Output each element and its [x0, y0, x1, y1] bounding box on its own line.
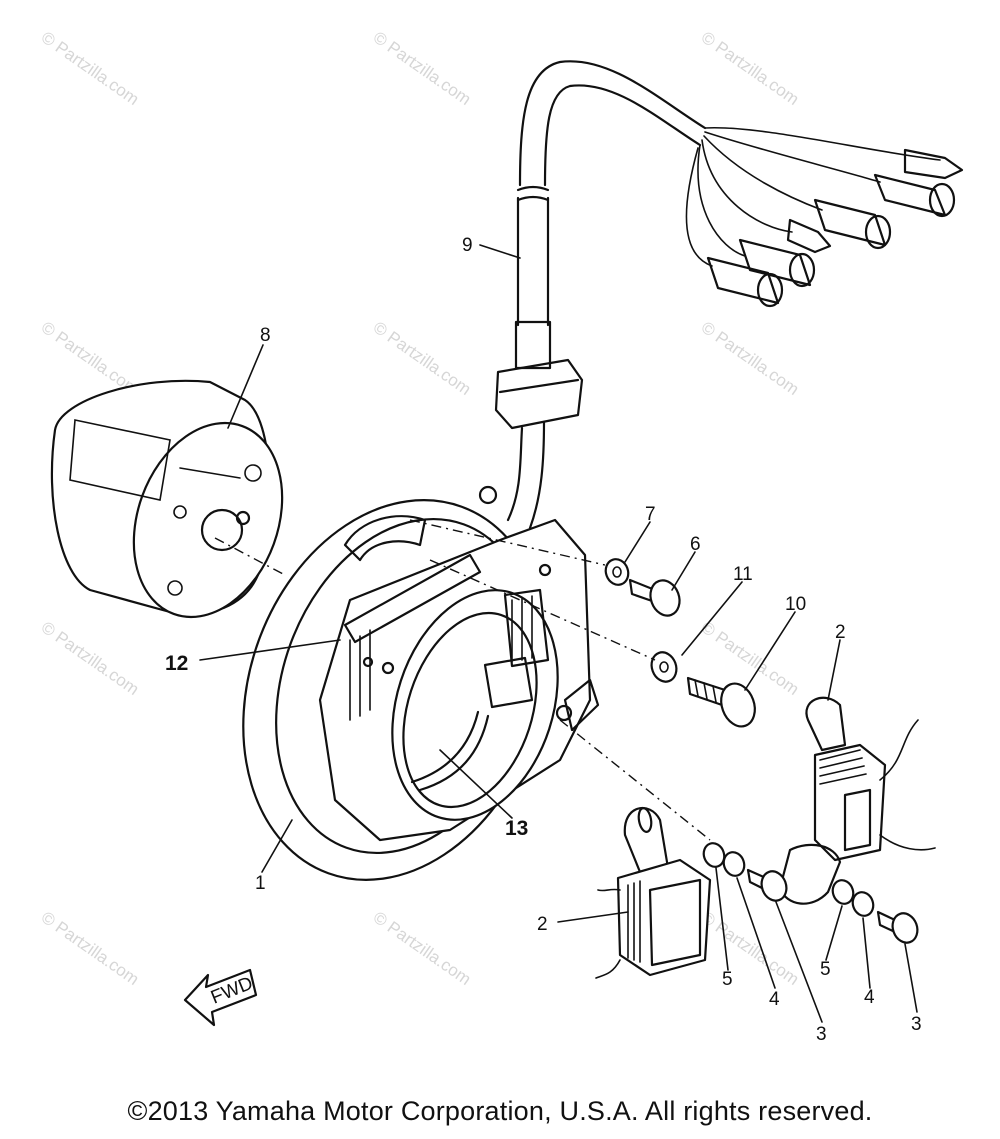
callout-11: 11: [733, 564, 753, 585]
callout-5-right: 5: [820, 959, 831, 980]
callout-1: 1: [255, 873, 266, 894]
watermark: © Partzilla.com: [698, 318, 803, 399]
copyright-footer: ©2013 Yamaha Motor Corporation, U.S.A. A…: [127, 1096, 873, 1126]
hardware-set-left: [702, 842, 788, 902]
regulator-left: [595, 807, 712, 979]
connector-sleeve: [706, 256, 784, 308]
callout-3-right: 3: [911, 1014, 922, 1035]
stator-coil-assembly: [318, 518, 600, 842]
callouts: 9 8 7 6 11 10 2 12 13 1 2 5 4 3 5 4 3: [165, 235, 922, 1045]
watermark: © Partzilla.com: [38, 618, 143, 699]
callout-2-right: 2: [835, 622, 846, 643]
callout-9: 9: [462, 235, 473, 256]
washer-7: [604, 558, 630, 586]
watermark: © Partzilla.com: [370, 28, 475, 109]
callout-5-left: 5: [722, 969, 733, 990]
connector-sleeve: [813, 198, 892, 250]
callout-4-right: 4: [864, 987, 875, 1008]
callout-13: 13: [505, 817, 528, 840]
watermark: © Partzilla.com: [698, 28, 803, 109]
assembly-lines: [214, 519, 711, 841]
leader-lines: [199, 244, 918, 1023]
callout-12: 12: [165, 652, 188, 675]
screw-10: [686, 676, 756, 728]
wire-harness: [494, 60, 964, 530]
watermark: © Partzilla.com: [38, 908, 143, 989]
callout-2-left: 2: [537, 914, 548, 935]
callout-10: 10: [785, 594, 806, 615]
watermark: © Partzilla.com: [370, 908, 475, 989]
callout-4-left: 4: [769, 989, 780, 1010]
connector-sleeve: [738, 238, 816, 288]
connector-bullet: [786, 218, 832, 254]
watermark: © Partzilla.com: [698, 908, 803, 989]
connector-bullet: [903, 148, 964, 180]
callout-7: 7: [645, 504, 656, 525]
regulator-right: [778, 696, 936, 905]
watermark: © Partzilla.com: [370, 318, 475, 399]
washer-11: [650, 651, 678, 683]
callout-3-left: 3: [816, 1024, 827, 1045]
connector-sleeve: [873, 173, 956, 218]
rotor: [50, 379, 284, 619]
callout-8: 8: [260, 325, 271, 346]
fwd-arrow: FWD: [183, 968, 258, 1027]
hardware-set-right: [831, 879, 919, 944]
watermark: © Partzilla.com: [38, 28, 143, 109]
callout-6: 6: [690, 534, 701, 555]
